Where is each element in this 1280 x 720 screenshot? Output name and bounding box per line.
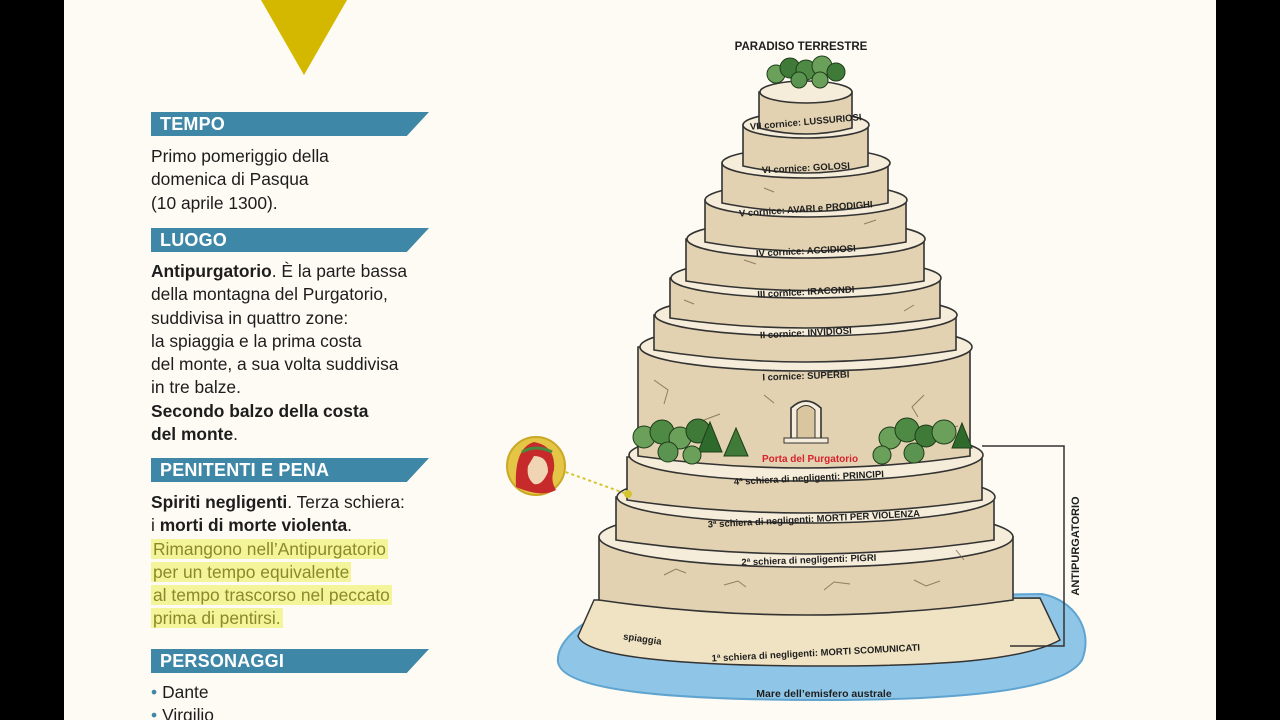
cornice-label: IV cornice: ACCIDIOSI — [756, 243, 856, 259]
tempo-line: (10 aprile 1300). — [151, 192, 278, 213]
section-header-tempo: TEMPO — [151, 112, 429, 136]
trees-left — [632, 418, 749, 465]
cornice-label: III cornice: IRACONDI — [757, 284, 855, 300]
luogo-bold-line: del monte — [151, 424, 234, 445]
luogo-text: Antipurgatorio. È la parte bassa della m… — [151, 260, 407, 446]
personaggio-item: Virgilio — [151, 704, 214, 720]
highlighted-line: Rimangono nell’Antipurgatorio — [151, 538, 405, 561]
cornice-label: I cornice: SUPERBI — [762, 369, 849, 383]
luogo-line: Secondo balzo della costa — [151, 400, 407, 423]
spiaggia-label: spiaggia — [622, 631, 662, 647]
beach — [577, 597, 1061, 667]
highlight-text: prima di pentirsi. — [151, 608, 283, 629]
penitenti-text: Spiriti negligenti. Terza schiera: i mor… — [151, 491, 405, 631]
highlight-text: al tempo trascorso nel peccato — [151, 585, 392, 606]
gate-label: Porta del Purgatorio — [762, 454, 858, 465]
cornice-label: II cornice: INVIDIOSI — [760, 326, 852, 342]
luogo-line: in tre balze. — [151, 377, 241, 398]
personaggio-item: Dante — [151, 681, 214, 704]
section-header-luogo: LUOGO — [151, 228, 429, 252]
luogo-line: della montagna del Purgatorio, — [151, 284, 388, 305]
trees-top — [766, 55, 846, 89]
penitenti-rest: . Terza schiera: — [287, 492, 405, 512]
trees-right — [872, 417, 973, 465]
dante-avatar — [506, 436, 632, 498]
luogo-line: la spiaggia e la prima costa — [151, 330, 362, 351]
luogo-period: . — [233, 424, 238, 445]
highlight-text: per un tempo equivalente — [151, 561, 352, 582]
paradiso-terrestre-label: PARADISO TERRESTRE — [735, 41, 868, 53]
luogo-bold-line: Secondo balzo della costa — [151, 400, 369, 421]
personaggi-list: Dante Virgilio — [151, 681, 214, 720]
luogo-line: suddivisa in quattro zone: — [151, 307, 349, 328]
penitenti-line: Spiriti negligenti. Terza schiera: — [151, 491, 405, 514]
highlighted-line: per un tempo equivalente — [151, 561, 405, 584]
terraces — [598, 80, 1014, 616]
purgatory-gate — [783, 400, 829, 444]
highlighted-line: al tempo trascorso nel peccato — [151, 584, 405, 607]
purgatory-mountain-diagram: ANTIPURGATORIO PARADISO TERRESTRE VII co… — [506, 41, 1087, 702]
decorative-triangle — [261, 0, 347, 75]
penitenti-bold-2: morti di morte violenta — [159, 515, 348, 536]
highlight-text: Rimangono nell’Antipurgatorio — [151, 538, 388, 559]
luogo-line: del monte. — [151, 423, 407, 446]
section-header-penitenti: PENITENTI E PENA — [151, 458, 429, 482]
slide: TEMPO Primo pomeriggio della domenica di… — [64, 0, 1216, 720]
tempo-line: domenica di Pasqua — [151, 169, 309, 190]
cornice-label: VI cornice: GOLOSI — [762, 161, 851, 177]
penitenti-start: i — [151, 515, 160, 536]
tempo-line: Primo pomeriggio della — [151, 146, 329, 166]
tempo-text: Primo pomeriggio della domenica di Pasqu… — [151, 145, 329, 215]
luogo-line: Antipurgatorio. È la parte bassa — [151, 260, 407, 283]
luogo-rest: . È la parte bassa — [271, 261, 408, 281]
section-header-personaggi: PERSONAGGI — [151, 649, 429, 673]
highlighted-line: prima di pentirsi. — [151, 607, 405, 630]
luogo-bold: Antipurgatorio — [151, 261, 272, 281]
penitenti-line: i morti di morte violenta. — [151, 514, 405, 537]
penitenti-end: . — [347, 515, 353, 536]
sea-label: Mare dell’emisfero australe — [756, 688, 892, 700]
antipurgatorio-bracket — [982, 445, 1065, 647]
penitenti-bold: Spiriti negligenti — [151, 492, 288, 512]
schiera-label: 2ª schiera di negligenti: PIGRI — [741, 553, 876, 569]
luogo-line: del monte, a sua volta suddivisa — [151, 354, 399, 375]
antipurgatorio-label: ANTIPURGATORIO — [1070, 496, 1082, 596]
